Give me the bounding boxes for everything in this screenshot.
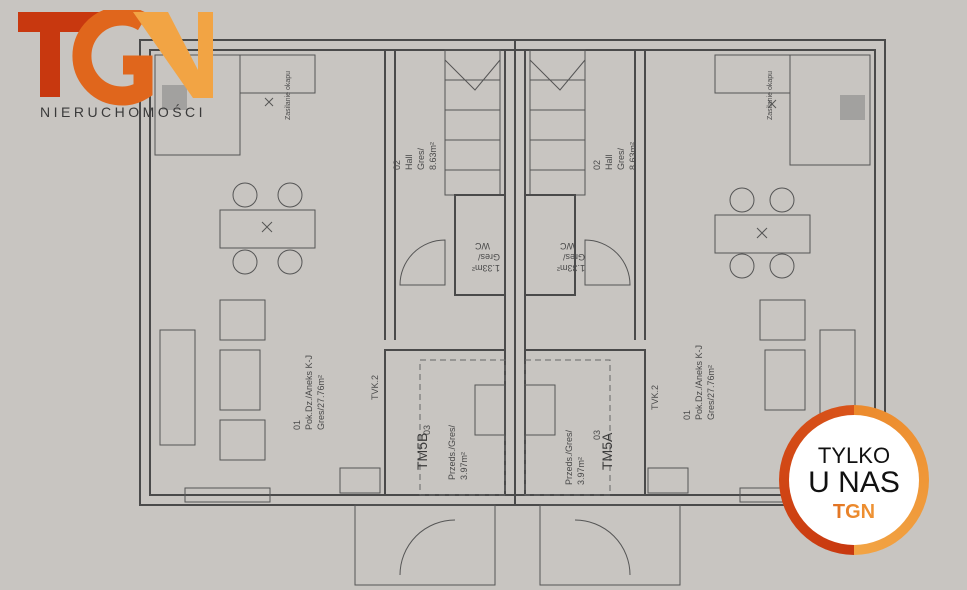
room-number: 01 xyxy=(292,420,302,430)
room-number: 01 xyxy=(682,410,692,420)
kitchen-note: Zasilanie okapu xyxy=(767,71,774,120)
room-area: 3.97m² xyxy=(576,457,586,485)
kitchen-note: Zasilanie okapu xyxy=(285,71,292,120)
room-area: 3.97m² xyxy=(459,452,469,480)
room-finish: Gres/ xyxy=(416,147,426,170)
badge-line2: U NAS xyxy=(808,466,900,499)
tgn-logo xyxy=(18,10,213,106)
room-number: 02 xyxy=(392,160,402,170)
room-number: 02 xyxy=(592,160,602,170)
sofa-left xyxy=(159,329,196,446)
device-label: TM5A xyxy=(599,432,615,470)
room-number: 03 xyxy=(422,425,432,435)
room-finish: Gres/ xyxy=(477,252,500,262)
room-name: Pok.Dz./Aneks K-J xyxy=(304,355,314,430)
outer-wall xyxy=(139,39,886,506)
wc-left xyxy=(454,194,506,296)
room-name: Pok.Dz./Aneks K-J xyxy=(694,345,704,420)
room-area: 8.63m² xyxy=(428,142,438,170)
wc-right xyxy=(524,194,576,296)
room-name: Przeds./Gres/ xyxy=(564,429,574,485)
room-name: Przeds./Gres/ xyxy=(447,424,457,480)
room-area: Gres/27.76m² xyxy=(316,375,326,430)
room-area: 8.63m² xyxy=(628,142,638,170)
staircase-left xyxy=(444,49,501,196)
room-area: Gres/27.76m² xyxy=(706,365,716,420)
dining-table-right xyxy=(714,214,811,254)
inner-wall xyxy=(149,49,876,496)
room-name: WC xyxy=(560,241,575,251)
room-finish: Gres/ xyxy=(562,252,585,262)
staircase-right xyxy=(529,49,586,196)
logo-tagline: NIERUCHOMOŚCI xyxy=(40,104,207,120)
badge-logo: TGN xyxy=(789,499,919,525)
exclusive-badge: TYLKO U NAS TGN xyxy=(779,405,929,555)
device-label: TM5B xyxy=(414,433,430,470)
room-name: Hall xyxy=(604,154,614,170)
dining-table-left xyxy=(219,209,316,249)
room-finish: Gres/ xyxy=(616,147,626,170)
room-name: Hall xyxy=(404,154,414,170)
badge-line1: TYLKO xyxy=(817,443,891,468)
room-area: 1.33m² xyxy=(472,263,500,273)
room-name: WC xyxy=(475,241,490,251)
riser-label: TVK.2 xyxy=(370,375,380,400)
room-number: 03 xyxy=(592,430,602,440)
riser-label: TVK.2 xyxy=(650,385,660,410)
room-area: 1.33m² xyxy=(557,263,585,273)
